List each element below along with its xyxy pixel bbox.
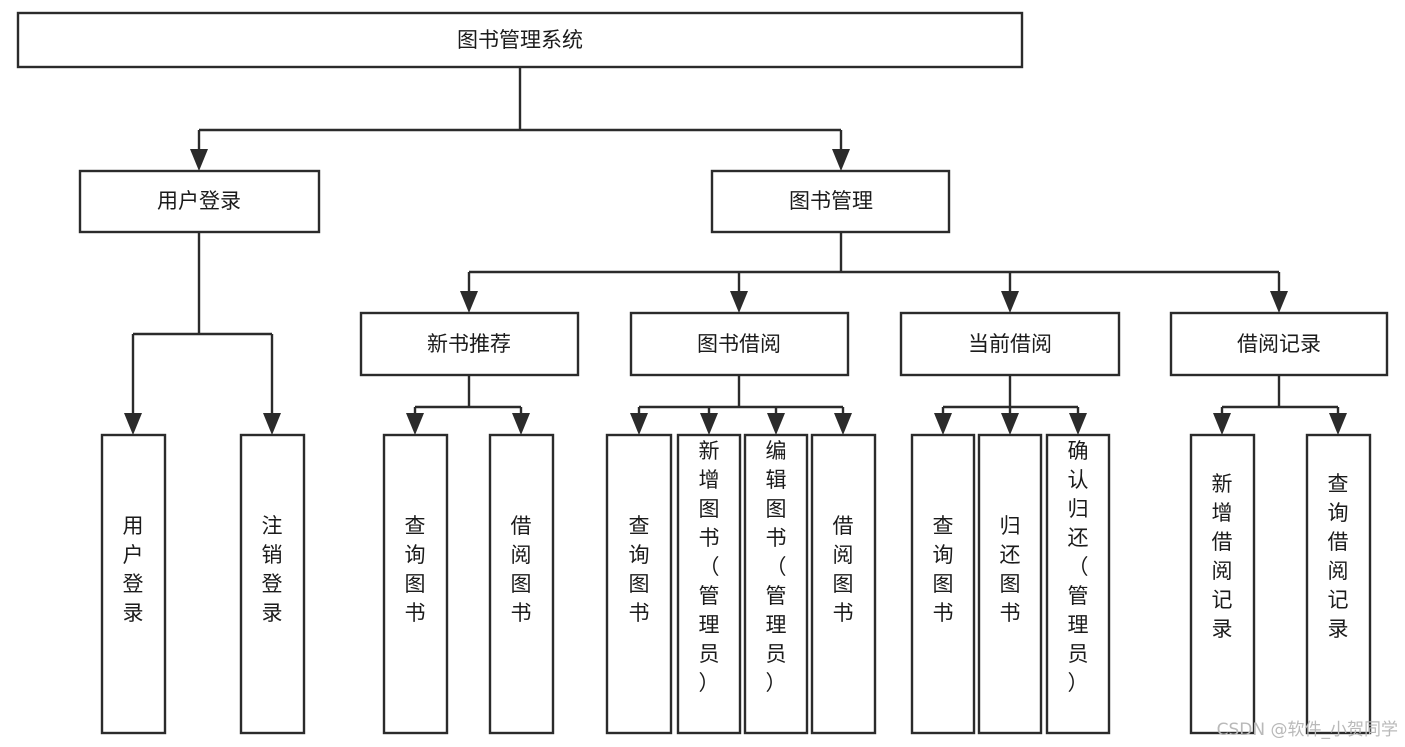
connector-group-root [190, 67, 850, 171]
node-new-book-rec[interactable]: 新书推荐 [359, 311, 580, 377]
node-leaf-query-book-1[interactable]: 查询图书 [382, 433, 449, 735]
arrow-to-leaf-query-book-1 [406, 413, 424, 435]
node-book-manage-label: 图书管理 [789, 189, 873, 213]
node-leaf-query-record-label: 查询借阅记录 [1328, 472, 1349, 641]
arrow-to-leaf-query-book-3 [934, 413, 952, 435]
arrow-to-leaf-query-book-2 [630, 413, 648, 435]
arrow-to-leaf-logout [263, 413, 281, 435]
node-leaf-user-login-label: 用户登录 [123, 514, 144, 625]
arrow-to-leaf-user-login [124, 413, 142, 435]
node-leaf-add-record-label: 新增借阅记录 [1212, 472, 1233, 641]
node-root[interactable]: 图书管理系统 [16, 11, 1024, 69]
node-leaf-add-book-label: 新增图书（管理员） [699, 439, 720, 695]
arrow-to-leaf-borrow-book-1 [512, 413, 530, 435]
node-leaf-query-record[interactable]: 查询借阅记录 [1305, 433, 1372, 735]
arrow-to-current-borrow [1001, 291, 1019, 313]
node-book-borrow-label: 图书借阅 [697, 332, 781, 356]
node-leaf-logout-label: 注销登录 [262, 514, 283, 625]
node-leaf-query-book-1-label: 查询图书 [405, 514, 426, 625]
node-book-borrow[interactable]: 图书借阅 [629, 311, 850, 377]
arrow-to-leaf-query-record [1329, 413, 1347, 435]
arrow-to-leaf-confirm-return [1069, 413, 1087, 435]
connector-group-book-manage [460, 232, 1288, 313]
connector-group-user-login [124, 232, 281, 435]
node-leaf-query-book-2-label: 查询图书 [629, 514, 650, 625]
arrow-to-leaf-return-book [1001, 413, 1019, 435]
arrow-to-leaf-add-record [1213, 413, 1231, 435]
node-leaf-query-book-3[interactable]: 查询图书 [910, 433, 976, 735]
node-leaf-return-book[interactable]: 归还图书 [977, 433, 1043, 735]
node-leaf-add-record[interactable]: 新增借阅记录 [1189, 433, 1256, 735]
node-borrow-record[interactable]: 借阅记录 [1169, 311, 1389, 377]
node-leaf-return-book-label: 归还图书 [1000, 514, 1021, 625]
node-leaf-logout[interactable]: 注销登录 [239, 433, 306, 735]
connector-group-current-borrow [934, 375, 1087, 435]
node-leaf-borrow-book-1[interactable]: 借阅图书 [488, 433, 555, 735]
node-leaf-confirm-return-label: 确认归还（管理员） [1068, 439, 1089, 695]
node-current-borrow-label: 当前借阅 [968, 332, 1052, 356]
arrow-to-new-book-rec [460, 291, 478, 313]
node-leaf-confirm-return[interactable]: 确认归还（管理员） [1045, 433, 1111, 735]
node-leaf-add-book[interactable]: 新增图书（管理员） [676, 433, 742, 735]
node-current-borrow[interactable]: 当前借阅 [899, 311, 1121, 377]
arrow-to-leaf-edit-book [767, 413, 785, 435]
node-leaf-query-book-3-label: 查询图书 [933, 514, 954, 625]
node-book-manage[interactable]: 图书管理 [710, 169, 951, 234]
node-user-login-label: 用户登录 [157, 189, 241, 213]
connector-group-new-book-rec [406, 375, 530, 435]
arrow-to-leaf-borrow-book-2 [834, 413, 852, 435]
csdn-watermark: CSDN @软件_小贺同学 [1217, 720, 1398, 740]
connector-group-book-borrow [630, 375, 852, 435]
node-root-label: 图书管理系统 [457, 28, 583, 52]
arrow-to-leaf-add-book [700, 413, 718, 435]
arrow-to-book-manage [832, 149, 850, 171]
node-user-login[interactable]: 用户登录 [78, 169, 321, 234]
node-leaf-edit-book[interactable]: 编辑图书（管理员） [743, 433, 809, 735]
connector-group-borrow-record [1213, 375, 1347, 435]
node-leaf-user-login[interactable]: 用户登录 [100, 433, 167, 735]
arrow-to-book-borrow [730, 291, 748, 313]
node-borrow-record-label: 借阅记录 [1237, 332, 1321, 356]
node-leaf-borrow-book-2-label: 借阅图书 [833, 514, 854, 625]
node-leaf-edit-book-label: 编辑图书（管理员） [766, 439, 787, 695]
node-leaf-borrow-book-1-label: 借阅图书 [511, 514, 532, 625]
arrow-to-user-login [190, 149, 208, 171]
arrow-to-borrow-record [1270, 291, 1288, 313]
node-new-book-rec-label: 新书推荐 [427, 332, 511, 356]
node-leaf-borrow-book-2[interactable]: 借阅图书 [810, 433, 877, 735]
node-leaf-query-book-2[interactable]: 查询图书 [605, 433, 673, 735]
